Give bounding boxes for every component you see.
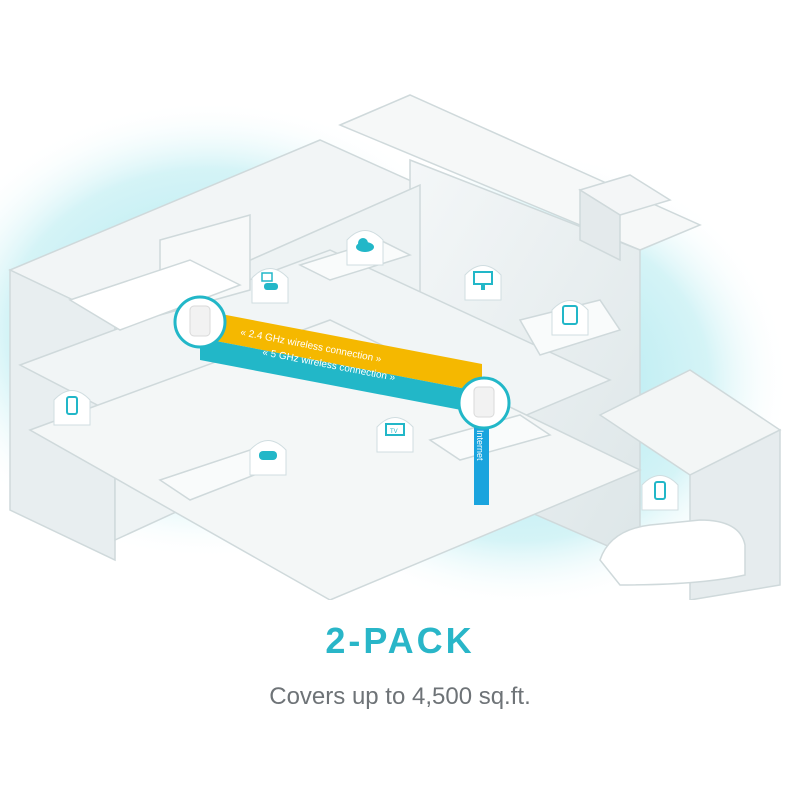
game-controller-icon [251, 268, 289, 304]
tv-icon-label: TV [390, 429, 398, 435]
desktop-monitor-icon [464, 265, 502, 301]
tv-icon: TV [376, 417, 414, 453]
cloud-icon [346, 230, 384, 266]
band-2-4ghz [200, 310, 482, 392]
tablet-icon [551, 300, 589, 336]
wireless-bands: « 2.4 GHz wireless connection » « 5 GHz … [200, 310, 482, 414]
pack-title: 2-PACK [325, 620, 475, 661]
band-5ghz [200, 338, 482, 414]
mesh-router-left [173, 295, 227, 349]
smartphone-icon [641, 475, 679, 511]
coverage-subtitle: Covers up to 4,500 sq.ft. [269, 683, 531, 710]
internet-label: Internet [475, 430, 485, 461]
house-coverage-illustration: « 2.4 GHz wireless connection » « 5 GHz … [0, 94, 790, 600]
internet-line: Internet [474, 420, 489, 505]
house-model [8, 94, 782, 600]
gamepad-icon [249, 440, 287, 476]
smartphone-icon [53, 390, 91, 426]
mesh-router-right [457, 376, 511, 430]
device-badges: TV [53, 230, 679, 511]
